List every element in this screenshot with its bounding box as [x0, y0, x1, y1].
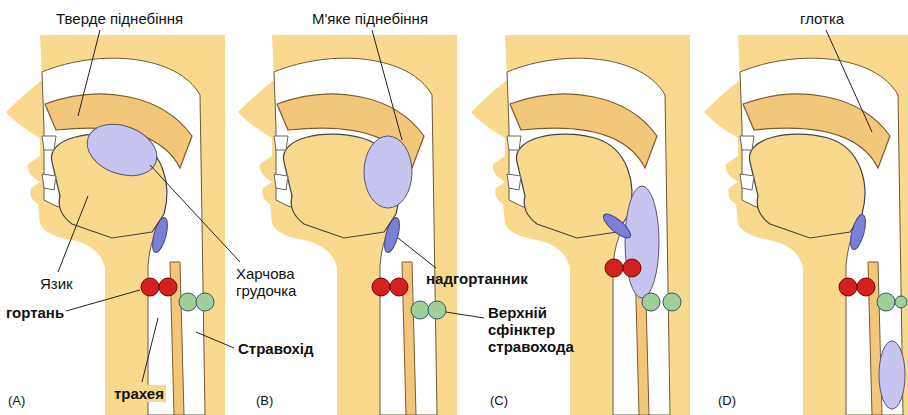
leader-line: [66, 290, 140, 311]
leader-line: [142, 318, 158, 382]
part-label: Стравохід: [238, 340, 314, 357]
larynx: [372, 278, 390, 296]
sphincter: [428, 301, 446, 319]
part-label: трахея: [112, 385, 166, 402]
leader-line: [826, 30, 872, 132]
part-label: надгортанник: [426, 270, 528, 287]
sphincter: [895, 296, 907, 308]
larynx: [623, 259, 641, 277]
part-label: М'яке піднебіння: [312, 10, 428, 27]
part-label: Тверде піднебіння: [56, 10, 183, 27]
leader-line: [398, 238, 436, 268]
leader-line: [58, 196, 88, 272]
panel-letter: (A): [8, 392, 25, 409]
sphincter: [663, 293, 681, 311]
larynx: [390, 278, 408, 296]
part-label: глотка: [800, 10, 844, 27]
larynx: [605, 259, 623, 277]
head-section: [704, 35, 908, 415]
epiglottis: [382, 216, 403, 254]
food-bolus: [879, 341, 905, 409]
part-label: Харчова грудочка: [236, 265, 326, 299]
panel-letter: (C): [490, 392, 508, 409]
panel-letter: (B): [256, 392, 273, 409]
larynx: [159, 278, 177, 296]
head-section: [6, 35, 225, 415]
part-label: гортань: [6, 304, 64, 321]
food-bolus: [80, 115, 164, 185]
sphincter: [179, 293, 197, 311]
larynx: [839, 278, 857, 296]
larynx: [141, 278, 159, 296]
epiglottis: [848, 213, 869, 251]
panel-letter: (D): [718, 392, 736, 409]
head-section: [471, 35, 690, 415]
larynx: [857, 278, 875, 296]
leader-line: [196, 332, 234, 348]
leader-line: [78, 30, 100, 116]
head-section: [238, 35, 457, 415]
leader-line: [150, 165, 240, 262]
sphincter: [877, 293, 895, 311]
leader-line: [446, 312, 484, 318]
sphincter: [642, 293, 660, 311]
epiglottis: [150, 216, 171, 254]
part-label: Язик: [40, 275, 73, 292]
food-bolus: [625, 186, 659, 298]
sphincter: [196, 293, 214, 311]
sphincter: [411, 301, 429, 319]
epiglottis: [600, 210, 634, 241]
food-bolus: [364, 136, 412, 208]
part-label: Верхній сфінктер стравохода: [488, 304, 600, 355]
leader-line: [372, 30, 402, 140]
